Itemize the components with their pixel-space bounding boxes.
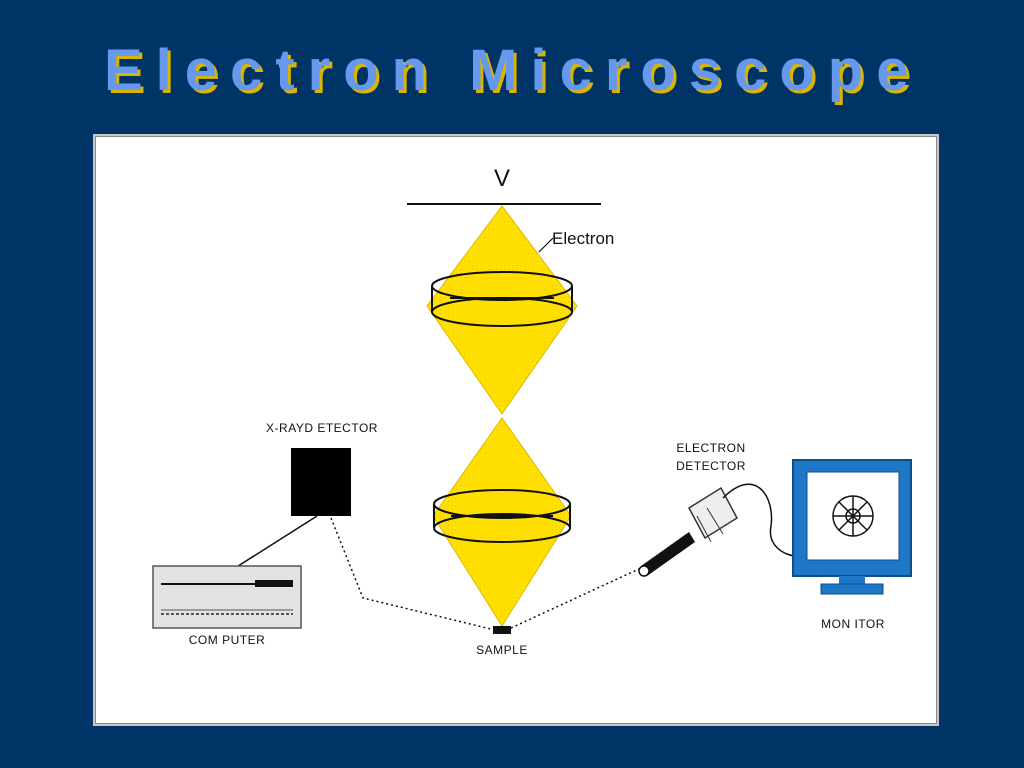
electron-leader-line	[538, 237, 554, 253]
xray-path	[330, 517, 496, 631]
computer	[152, 565, 302, 629]
electron-detector-label-line2: DETECTOR	[676, 459, 746, 473]
xray-detector-label: X-RAYD ETECTOR	[266, 421, 378, 435]
sample	[493, 626, 511, 634]
monitor-screen-image	[832, 495, 874, 537]
upper-lens-coil	[431, 271, 573, 327]
monitor-label: MON ITOR	[821, 617, 885, 631]
electron-detector-path	[510, 567, 642, 629]
xray-detector	[291, 448, 351, 516]
upper-beam-cone	[426, 205, 578, 415]
computer-label: COM PUTER	[189, 633, 266, 647]
electron-detector-label-line1: ELECTRON	[676, 441, 745, 455]
slide-title: Electron Microscope	[104, 38, 922, 103]
sample-label: SAMPLE	[476, 643, 528, 657]
electron-detector	[638, 486, 738, 577]
electron-microscope-diagram: V Electron SAMPLE X-RAYD ETECTOR	[152, 165, 912, 657]
monitor	[792, 459, 912, 595]
voltage-label: V	[494, 165, 510, 192]
lower-lens-coil	[433, 489, 571, 543]
electron-label: Electron	[552, 229, 614, 248]
xray-computer-cable	[234, 515, 318, 569]
lower-beam-cone	[432, 417, 572, 627]
detector-monitor-cable	[722, 483, 798, 557]
diagram-panel: V Electron SAMPLE X-RAYD ETECTOR	[93, 134, 939, 726]
